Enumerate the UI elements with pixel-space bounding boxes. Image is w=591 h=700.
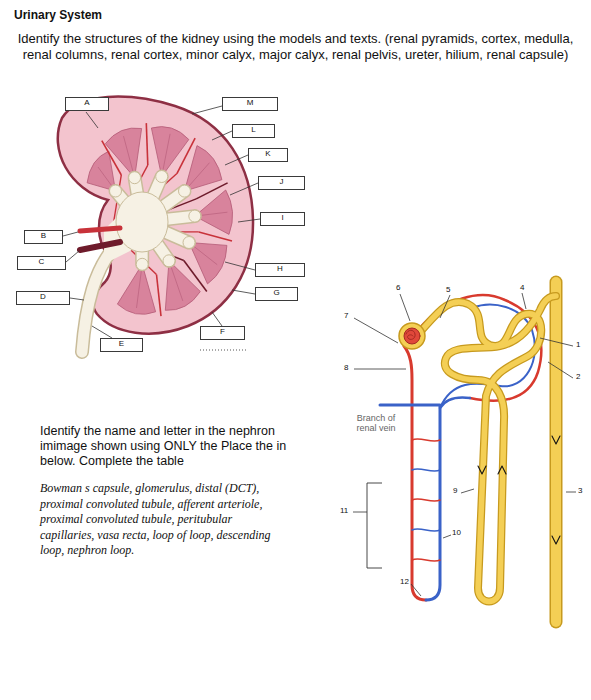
box-letter: D	[17, 292, 69, 301]
collecting-duct	[550, 282, 563, 622]
box-letter: M	[223, 98, 277, 107]
callout-number: 5	[446, 286, 450, 295]
bowmans-capsule	[399, 323, 425, 349]
box-letter: A	[66, 98, 108, 107]
answer-box: C	[17, 256, 66, 270]
label-block: Bowman s capsule, glomerulus, distal (DC…	[40, 481, 285, 559]
instruction-text: Identify the structures of the kidney us…	[12, 31, 579, 64]
callout-number: 6	[396, 284, 400, 293]
label-block: 8	[344, 364, 348, 373]
page-title: Urinary System	[14, 8, 102, 22]
dotted-mark	[200, 350, 246, 351]
term-list: Bowman s capsule, glomerulus, distal (DC…	[40, 481, 285, 559]
renal-pyramids	[87, 127, 233, 315]
answer-box: L	[232, 124, 275, 138]
callout-number: 7	[344, 312, 348, 321]
answer-box: E	[100, 338, 143, 352]
answer-box: D	[16, 291, 70, 305]
answer-box: G	[255, 287, 298, 301]
glomerulus-loops	[406, 330, 415, 339]
label-block: 12	[400, 578, 409, 587]
glomerulus	[404, 328, 420, 344]
box-letter: I	[261, 213, 304, 222]
answer-box: B	[24, 230, 63, 244]
renal-tubule	[422, 296, 556, 602]
label-block: 3	[578, 487, 582, 496]
vasa-recta	[404, 346, 426, 600]
label-block: 1	[576, 341, 580, 350]
callout-number: 3	[578, 487, 582, 496]
label-block: 9	[453, 487, 457, 496]
box-letter: B	[25, 231, 62, 240]
callout-number: 11	[340, 507, 348, 516]
box-letter: J	[259, 177, 304, 186]
label-block: 4	[520, 284, 524, 293]
answer-box: F	[200, 326, 245, 340]
instruction-text: Identify the name and letter in the neph…	[40, 424, 325, 469]
box-letter: K	[249, 149, 287, 158]
kidney-illustration	[58, 97, 253, 352]
label-block: Identify the structures of the kidney us…	[12, 31, 579, 64]
callout-number: 4	[520, 284, 524, 293]
label-block: 2	[576, 373, 580, 382]
callout-number: 10	[452, 529, 461, 538]
answer-box: H	[255, 263, 305, 277]
interlobar-vessels	[112, 165, 199, 274]
vasa-recta-rungs	[412, 439, 440, 561]
callout-number: 1	[576, 341, 580, 350]
column-vessels	[102, 123, 232, 316]
flow-arrows	[478, 436, 560, 544]
leader-lines	[353, 293, 576, 596]
answer-box: A	[65, 97, 109, 111]
box-letter: E	[101, 339, 142, 348]
callout-number: 2	[576, 373, 580, 382]
renal-tubule	[422, 296, 556, 602]
renal-artery	[80, 228, 120, 231]
box-letter: L	[233, 125, 274, 134]
collecting-duct	[551, 282, 561, 622]
box-letter: G	[256, 288, 297, 297]
leader-lines	[63, 106, 260, 338]
answer-box: J	[258, 176, 305, 190]
pyramid-striations	[98, 134, 227, 308]
label-block: 6	[396, 284, 400, 293]
label-block: 7	[344, 312, 348, 321]
label-block: Branch of renal vein	[348, 413, 404, 434]
callout-number: 8	[344, 364, 348, 373]
callout-number: 12	[400, 578, 409, 587]
label-block: 10	[452, 529, 461, 538]
box-letter: C	[18, 257, 65, 266]
box-letter: F	[201, 327, 244, 336]
label-block: Identify the name and letter in the neph…	[40, 424, 325, 469]
title-block: Urinary System	[14, 8, 102, 22]
label-block: 5	[446, 286, 450, 295]
renal-pelvis	[82, 171, 201, 353]
vessel-label: Branch of renal vein	[348, 413, 404, 434]
vasa-recta	[380, 405, 440, 600]
label-block: 11	[340, 507, 348, 516]
box-letter: H	[256, 264, 304, 273]
renal-vein	[80, 242, 120, 250]
callout-number: 9	[453, 487, 457, 496]
answer-box: M	[222, 97, 278, 111]
nephron-illustration	[380, 282, 560, 622]
bracket	[367, 483, 382, 568]
answer-box: I	[260, 212, 305, 226]
answer-box: K	[248, 148, 288, 162]
